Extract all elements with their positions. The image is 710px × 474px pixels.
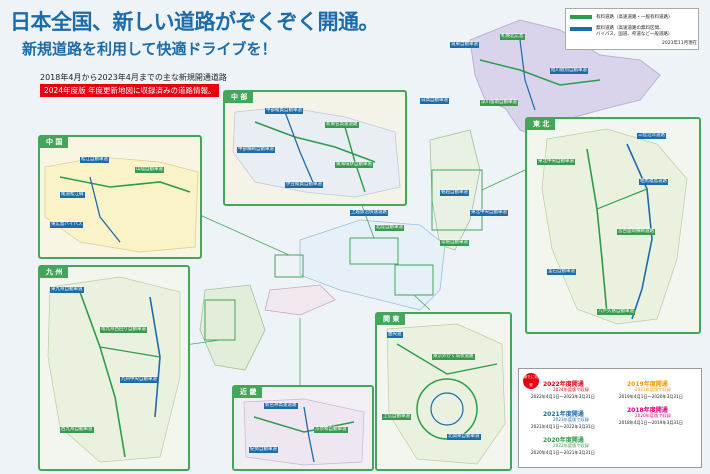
region-label-kanto: 関 東 — [377, 314, 406, 325]
road-tag: 旭川紋別自動車道 — [550, 68, 588, 74]
road-tag: 新名神高速道路 — [264, 403, 298, 409]
road-tag: 宮古盛岡横断道路 — [617, 229, 655, 235]
road-tag: 京奈和自動車道 — [314, 427, 348, 433]
road-tag: 東北中央自動車道 — [537, 159, 575, 165]
year-legend: 新たに収録 2022年度開通 2024年度版で収録 2022年4月1日〜2023… — [518, 368, 702, 468]
legend-2019-sub: 2021年度版で収録 — [635, 387, 671, 392]
road-tag: 東広島バイパス — [50, 222, 84, 228]
legend-2018-range: 2018年4月1日〜2019年3月31日 — [619, 420, 683, 425]
road-tag: 上信自動車道 — [382, 414, 411, 420]
shikoku-shape — [264, 284, 336, 316]
road-tag: 尾道松江線 — [60, 192, 85, 198]
overview-box-chugoku — [274, 254, 304, 278]
tohoku-map — [541, 128, 688, 325]
kanto-panel: 関 東 圏央道 東京外かく環状道路 北関東自動車道 上信自動車道 — [375, 312, 512, 471]
road-tag: 釜石自動車道 — [547, 269, 576, 275]
road-tag: 北関東自動車道 — [447, 434, 481, 440]
road-tag: 東海環状自動車道 — [335, 162, 373, 168]
road-tag: 深川留萌自動車道 — [480, 100, 518, 106]
legend-2019-range: 2019年4月1日〜2020年3月31日 — [619, 394, 683, 399]
road-tag: 南九州西回り自動車道 — [100, 327, 147, 333]
region-label-kinki: 近 畿 — [234, 387, 263, 398]
legend-2020-range: 2020年4月1日〜2021年3月31日 — [531, 450, 595, 455]
region-label-tohoku: 東 北 — [527, 119, 556, 130]
legend-2018: 2018年度開通 — [627, 407, 668, 414]
road-tag: 新東名高速道路 — [325, 122, 359, 128]
edition-notice: 2024年度版 年度更新地図に収録済みの道路情報。 — [40, 84, 220, 97]
road-tag: 八戸久慈自動車道 — [597, 309, 635, 315]
honshu-central-shape — [299, 219, 446, 311]
road-tag: 三陸沿岸道路 — [637, 133, 666, 139]
legend-2021-range: 2021年4月1日〜2022年3月31日 — [531, 424, 595, 429]
road-tag: 伊豆縦貫自動車道 — [285, 182, 323, 188]
legend-2021: 2021年度開通 — [543, 411, 584, 418]
road-tag: 北陸自動車道 — [375, 225, 404, 231]
road-tag: 圏央道 — [387, 332, 403, 338]
road-tag: 紀勢自動車道 — [249, 447, 278, 453]
chubu-map — [232, 106, 401, 198]
toll-road-swatch — [570, 15, 592, 19]
chubu-panel: 中 部 中部縦貫自動車道 新東名高速道路 中部横断自動車道 東海環状自動車道 伊… — [223, 90, 407, 206]
road-tag: 山陰自動車道 — [135, 167, 164, 173]
road-tag: 上越魚沼快速道路 — [350, 210, 388, 216]
road-tag: 常磐自動車道 — [440, 240, 469, 246]
page-title: 日本全国、新しい道路がぞくぞく開通。 — [10, 10, 380, 34]
period-text: 2018年4月から2023年4月までの主な新規開通道路 — [40, 73, 227, 82]
free-road-swatch — [570, 27, 592, 31]
new-badge: 新たに収録 — [523, 373, 539, 389]
road-type-legend: 有料道路（高速道路・一般有料道路） 無料道路（高速道路の無料区間、 バイパス、国… — [565, 8, 699, 50]
road-tag: 西九州自動車道 — [60, 427, 94, 433]
legend-2018-sub: 2020年度版で収録 — [635, 413, 671, 418]
region-label-chubu: 中 部 — [225, 92, 254, 103]
free-road-label-b: バイパス、国道、県道など一般道路） — [596, 32, 673, 37]
kyushu-shape — [199, 284, 266, 371]
chugoku-map — [44, 156, 199, 253]
road-tag: 九州中央自動車道 — [120, 377, 158, 383]
road-tag: 中部縦貫自動車道 — [265, 108, 303, 114]
kyushu-panel: 九 州 東九州自動車道 南九州西回り自動車道 九州中央自動車道 西九州自動車道 — [38, 265, 190, 471]
road-tag: 東京外かく環状道路 — [432, 354, 475, 360]
legend-2019: 2019年度開通 — [627, 381, 668, 388]
overview-box-tohoku — [431, 169, 483, 231]
legend-2022: 2022年度開通 — [543, 381, 584, 388]
kyushu-map — [47, 276, 181, 463]
kinki-map — [243, 398, 365, 466]
road-tag: 相馬福島道路 — [639, 179, 668, 185]
road-tag: 東九州自動車道 — [50, 287, 84, 293]
road-tag: 松江自動車道 — [80, 157, 109, 163]
kinki-panel: 近 畿 新名神高速道路 京奈和自動車道 紀勢自動車道 — [232, 385, 374, 471]
toll-road-label: 有料道路（高速道路・一般有料道路） — [596, 15, 673, 20]
tohoku-panel: 東 北 三陸沿岸道路 東北中央自動車道 相馬福島道路 宮古盛岡横断道路 釜石自動… — [525, 117, 701, 334]
legend-2020: 2020年度開通 — [543, 437, 584, 444]
free-road-label-a: 無料道路（高速道路の無料区間、 — [596, 26, 664, 31]
legend-2020-sub: 2022年度版で収録 — [553, 443, 589, 448]
region-label-chugoku: 中 国 — [40, 137, 69, 148]
chugoku-panel: 中 国 松江自動車道 山陰自動車道 尾道松江線 東広島バイパス — [38, 135, 202, 259]
page-subtitle: 新規道路を利用して快適ドライブを！ — [22, 40, 277, 58]
road-tag: 日高自動車道 — [420, 98, 449, 104]
road-tag: 札幌北広島 — [500, 34, 525, 40]
road-tag: 東北中央自動車道 — [470, 210, 508, 216]
legend-2022-sub: 2024年度版で収録 — [553, 387, 589, 392]
region-label-kyushu: 九 州 — [40, 267, 69, 278]
legend-date: 2023年11月現在 — [662, 41, 698, 46]
legend-2022-range: 2022年4月1日〜2023年3月31日 — [531, 394, 595, 399]
legend-2021-sub: 2023年度版で収録 — [553, 417, 589, 422]
road-tag: 中部横断自動車道 — [237, 147, 275, 153]
road-tag: 磐越自動車道 — [440, 190, 469, 196]
kanto-map — [386, 323, 506, 465]
road-tag: 道東自動車道 — [450, 42, 479, 48]
